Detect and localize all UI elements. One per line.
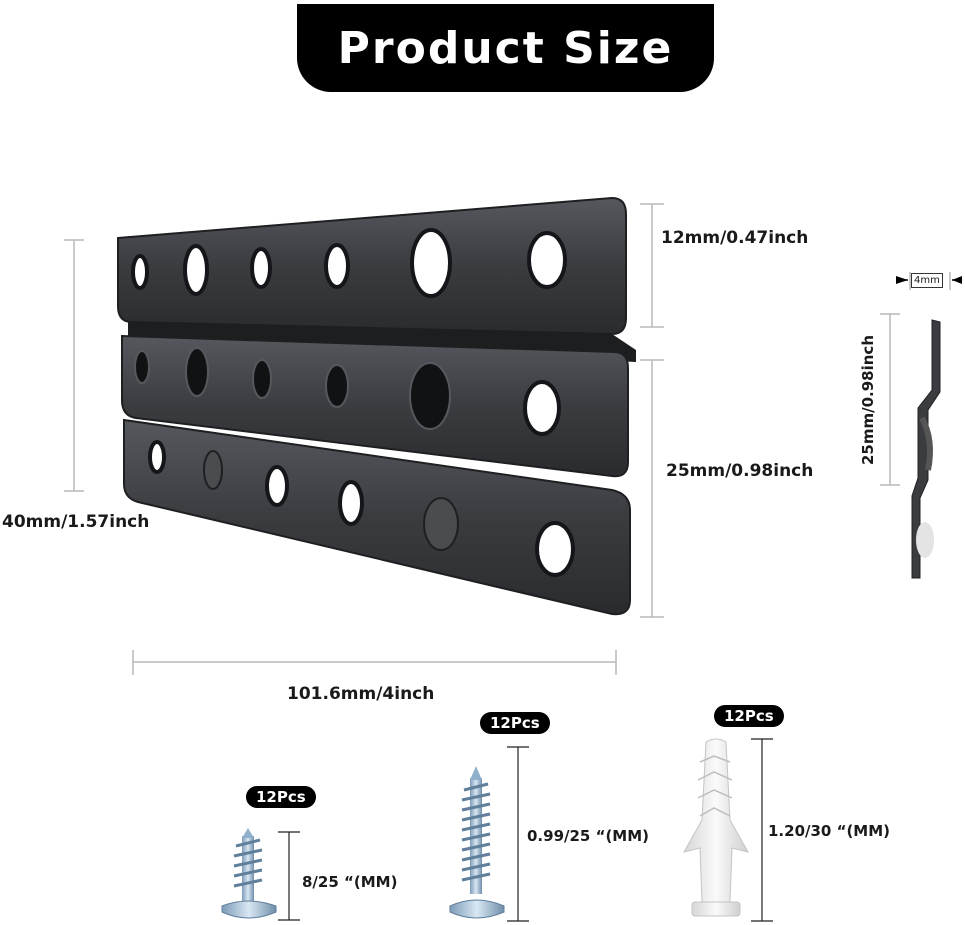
bracket-plate <box>117 196 636 616</box>
length-dimension: 101.6mm/4inch <box>287 684 435 704</box>
total-height-dimension: 40mm/1.57inch <box>2 512 150 532</box>
title-banner: Product Size <box>297 4 714 92</box>
dimension-lines <box>64 203 951 675</box>
side-height-dimension: 25mm/0.98inch <box>859 334 877 466</box>
side-profile <box>911 319 941 579</box>
anchor-size: 1.20/30 “(MM) <box>768 822 891 840</box>
accessory-dimension-lines <box>278 738 773 922</box>
top-strip-dimension: 12mm/0.47inch <box>661 228 809 248</box>
lower-part-dimension: 25mm/0.98inch <box>666 461 814 481</box>
long-screw-size: 0.99/25 “(MM) <box>527 827 650 845</box>
short-screw-size: 8/25 “(MM) <box>302 873 398 891</box>
page-title: Product Size <box>337 22 674 74</box>
thickness-dimension: 4mm <box>911 273 943 288</box>
long-screw <box>449 766 505 919</box>
short-screw-qty-badge: 12Pcs <box>246 786 316 808</box>
wall-anchor <box>682 738 750 917</box>
long-screw-qty-badge: 12Pcs <box>480 712 550 734</box>
short-screw <box>221 828 277 919</box>
anchor-qty-badge: 12Pcs <box>714 705 784 727</box>
